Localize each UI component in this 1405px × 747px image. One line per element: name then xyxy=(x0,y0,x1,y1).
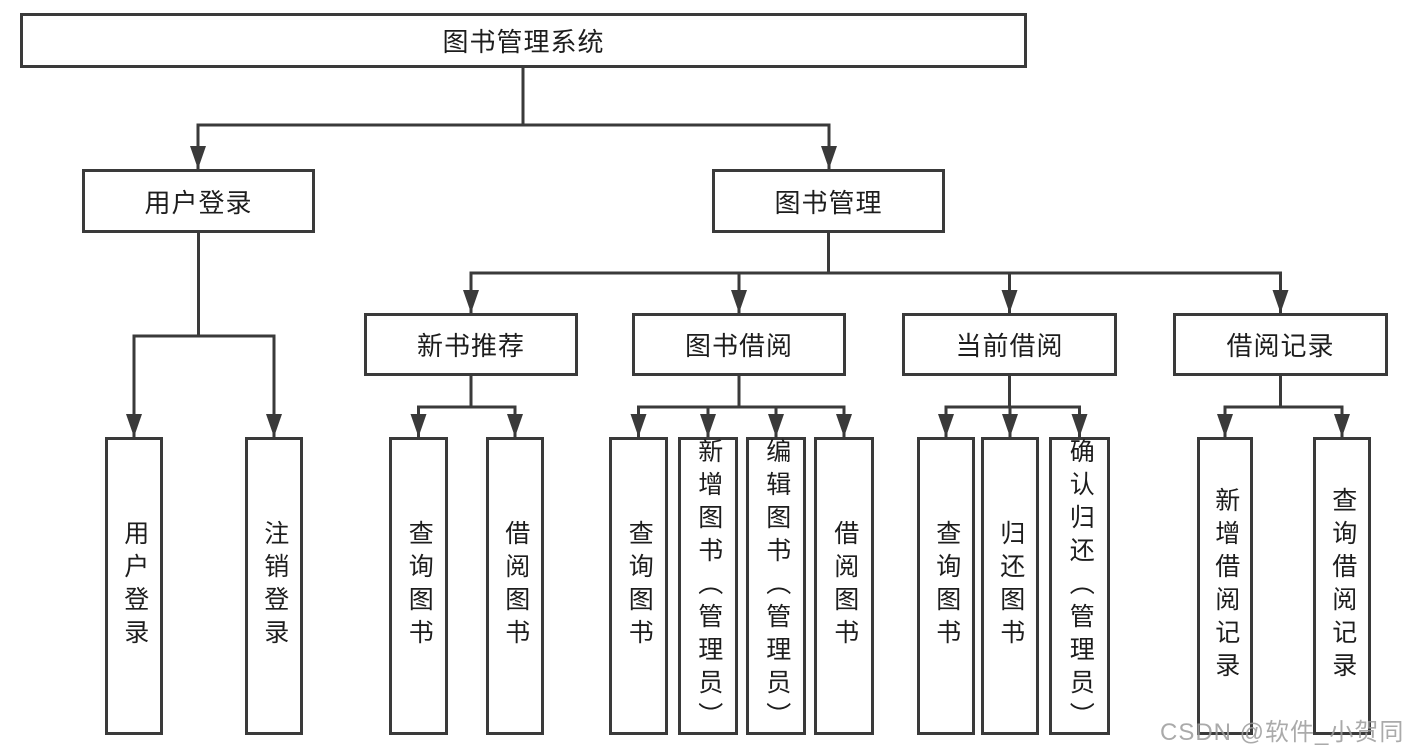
leaf-query-books-current: 查询图书 xyxy=(917,437,975,735)
node-book-management: 图书管理 xyxy=(712,169,945,233)
leaf-edit-book-admin-label: 编辑图书（管理员） xyxy=(762,437,791,735)
node-book-management-label: 图书管理 xyxy=(774,187,883,218)
leaf-query-books-recommend: 查询图书 xyxy=(389,437,448,735)
node-root-label: 图书管理系统 xyxy=(442,27,605,57)
leaf-add-borrow-record-label: 新增借阅记录 xyxy=(1211,487,1240,685)
leaf-query-books-recommend-label: 查询图书 xyxy=(405,520,434,652)
leaf-borrow-books: 借阅图书 xyxy=(814,437,874,735)
leaf-return-book-label: 归还图书 xyxy=(996,520,1025,652)
leaf-confirm-return-admin-label: 确认归还（管理员） xyxy=(1066,437,1095,735)
node-current-borrow: 当前借阅 xyxy=(902,313,1117,376)
node-borrow-records: 借阅记录 xyxy=(1173,313,1388,376)
leaf-borrow-books-label: 借阅图书 xyxy=(830,520,859,652)
csdn-watermark: CSDN @软件_小贺同学 xyxy=(1160,719,1405,746)
node-root: 图书管理系统 xyxy=(20,13,1027,68)
node-user-login: 用户登录 xyxy=(82,169,315,233)
node-user-login-label: 用户登录 xyxy=(144,187,253,218)
connector-user-login-split xyxy=(132,233,276,437)
leaf-user-login-label: 用户登录 xyxy=(120,520,149,652)
connector-current-borrow-split xyxy=(944,376,1081,437)
leaf-query-borrow-record-label: 查询借阅记录 xyxy=(1328,487,1357,685)
leaf-logout: 注销登录 xyxy=(245,437,303,735)
connector-root-split xyxy=(196,68,831,169)
node-current-borrow-label: 当前借阅 xyxy=(955,331,1064,361)
connector-borrow-records-split xyxy=(1223,376,1344,437)
leaf-query-books-borrow: 查询图书 xyxy=(609,437,668,735)
connector-book-management-split xyxy=(469,233,1282,313)
leaf-query-books-current-label: 查询图书 xyxy=(932,520,961,652)
leaf-borrow-books-recommend: 借阅图书 xyxy=(486,437,544,735)
node-new-book-recommend-label: 新书推荐 xyxy=(416,331,525,361)
connector-new-book-split xyxy=(417,376,517,437)
leaf-logout-label: 注销登录 xyxy=(260,520,289,652)
leaf-add-book-admin: 新增图书（管理员） xyxy=(678,437,738,735)
leaf-user-login: 用户登录 xyxy=(105,437,163,735)
node-book-borrow: 图书借阅 xyxy=(632,313,846,376)
leaf-add-book-admin-label: 新增图书（管理员） xyxy=(694,437,723,735)
node-new-book-recommend: 新书推荐 xyxy=(364,313,578,376)
leaf-query-borrow-record: 查询借阅记录 xyxy=(1313,437,1371,735)
leaf-return-book: 归还图书 xyxy=(981,437,1039,735)
leaf-confirm-return-admin: 确认归还（管理员） xyxy=(1049,437,1110,735)
connector-book-borrow-split xyxy=(637,376,846,437)
leaf-edit-book-admin: 编辑图书（管理员） xyxy=(746,437,806,735)
leaf-query-books-borrow-label: 查询图书 xyxy=(625,520,654,652)
leaf-add-borrow-record: 新增借阅记录 xyxy=(1197,437,1253,735)
node-borrow-records-label: 借阅记录 xyxy=(1226,331,1335,361)
leaf-borrow-books-recommend-label: 借阅图书 xyxy=(501,520,530,652)
node-book-borrow-label: 图书借阅 xyxy=(684,331,793,361)
